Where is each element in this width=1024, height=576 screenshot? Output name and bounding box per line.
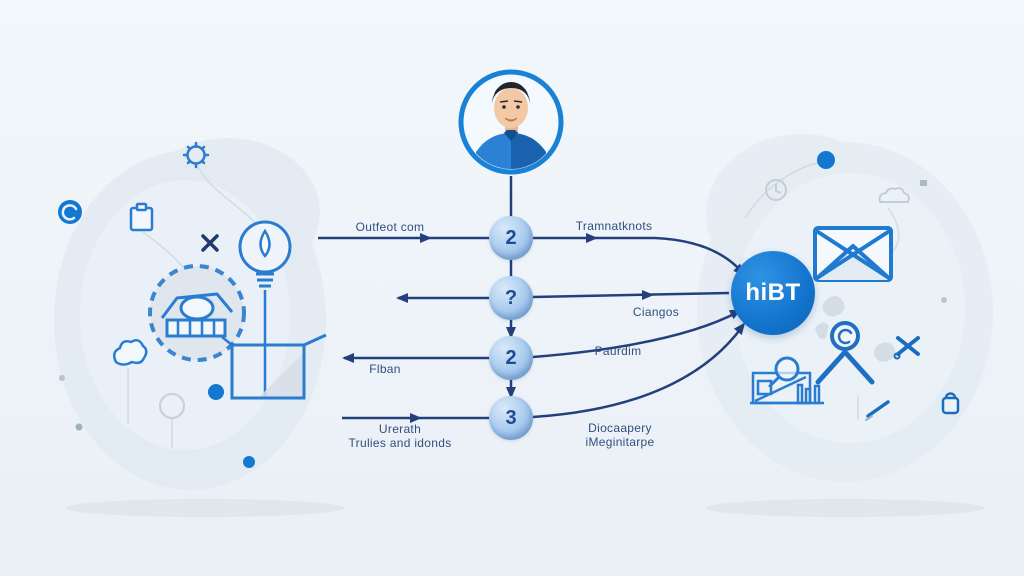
label-row4-left-line2: Trulies and idonds	[348, 436, 452, 450]
gray-dot	[920, 180, 927, 186]
faint-circle	[159, 393, 185, 419]
person-avatar-icon	[458, 69, 564, 175]
person-figure-icon	[815, 321, 875, 385]
open-box-icon	[221, 333, 327, 400]
x-mark-icon	[201, 234, 219, 252]
flow-node-3-value: 2	[505, 346, 517, 369]
label-row4-right: Diocaapery iMeginitarpe	[586, 421, 655, 449]
lock-icon	[941, 392, 960, 415]
label-row4-left: Urerath Trulies and idonds	[348, 422, 451, 450]
lightbulb-icon	[238, 220, 292, 288]
blue-dot	[208, 384, 224, 400]
label-row4-left-line1: Urerath	[378, 422, 422, 436]
label-row3-left: Flban	[369, 362, 401, 376]
clock-sketch	[765, 179, 787, 201]
gear-icon	[182, 141, 210, 169]
flow-node-1: 2	[489, 216, 533, 260]
globe-icon	[58, 200, 82, 224]
clipboard-icon	[129, 202, 154, 232]
hub-label: hiBT	[745, 279, 801, 306]
gray-dot	[75, 423, 83, 431]
label-row1-left: Outfeot com	[355, 220, 425, 234]
faint-sketch-lines	[127, 161, 900, 448]
flow-node-2-value: ?	[504, 286, 518, 309]
blue-dot	[817, 151, 835, 169]
hub-circle: hiBT	[731, 251, 815, 335]
flow-node-3: 2	[489, 336, 533, 380]
scissors-icon	[893, 336, 920, 360]
flow-node-4: 3	[489, 396, 533, 440]
eye-badge-icon	[148, 264, 246, 362]
label-row1-right: Tramnatknots	[575, 219, 653, 233]
pen-icon	[865, 400, 890, 421]
gray-dot	[59, 375, 65, 381]
flow-node-1-value: 2	[505, 226, 517, 249]
label-row4-right-line1: Diocaapery	[588, 421, 652, 435]
right-blob	[697, 134, 993, 482]
flow-arrowheads	[342, 233, 746, 423]
gray-dot	[941, 297, 947, 303]
hand-sketch	[815, 296, 896, 362]
label-row2-right: Ciangos	[632, 305, 680, 319]
label-row3-right: Paurdim	[594, 344, 642, 358]
ground-shadows	[65, 499, 985, 517]
flow-node-4-value: 3	[505, 406, 517, 429]
cloud-sketch	[878, 187, 910, 203]
cloud-icon	[112, 338, 148, 366]
chart-magnifier-icon	[750, 356, 824, 405]
blue-dot	[243, 456, 255, 468]
envelope-icon	[813, 226, 893, 282]
label-row4-right-line2: iMeginitarpe	[585, 435, 655, 449]
flow-node-2: ?	[489, 276, 533, 320]
